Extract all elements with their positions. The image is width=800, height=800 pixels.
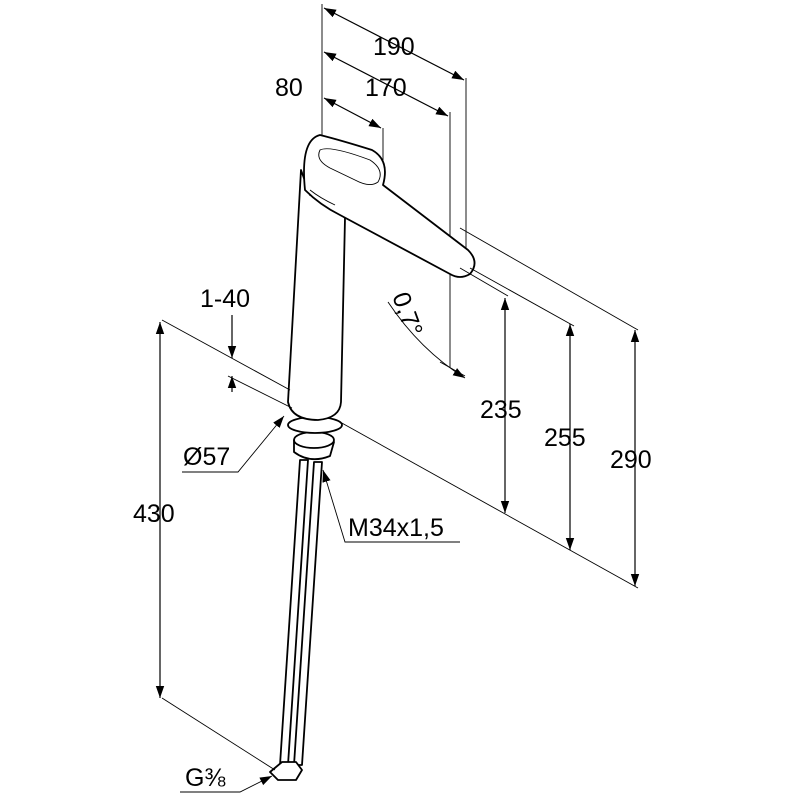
- dimension-line-170: [323, 51, 449, 117]
- lever: [318, 148, 381, 185]
- dimension-170-label: 170: [365, 74, 407, 102]
- connection-label: G⅜: [185, 764, 225, 792]
- dimension-290-label: 290: [610, 446, 652, 474]
- angle-label: 0,7°: [386, 288, 428, 340]
- faucet-body: [269, 134, 476, 781]
- thread-label: M34x1,5: [348, 514, 444, 542]
- base-diameter-label: Ø57: [183, 443, 230, 471]
- dimension-235-label: 235: [480, 396, 522, 424]
- connection-nut: [269, 761, 303, 781]
- dimension-80-label: 80: [275, 74, 303, 102]
- top-dimensions: 190 170 80: [275, 4, 467, 368]
- height-dimensions: 235 255 290: [339, 227, 652, 589]
- dimension-430-label: 430: [133, 500, 175, 528]
- angle-dimension: 0,7°: [386, 288, 466, 379]
- dimension-line-80: [323, 97, 382, 129]
- dimension-255-label: 255: [544, 424, 586, 452]
- dimension-190-label: 190: [373, 33, 415, 61]
- spout: [303, 134, 476, 278]
- left-dimensions: 430 1-40 Ø57 M34x1,5 G⅜: [133, 285, 460, 793]
- deck-thickness-label: 1-40: [200, 285, 250, 313]
